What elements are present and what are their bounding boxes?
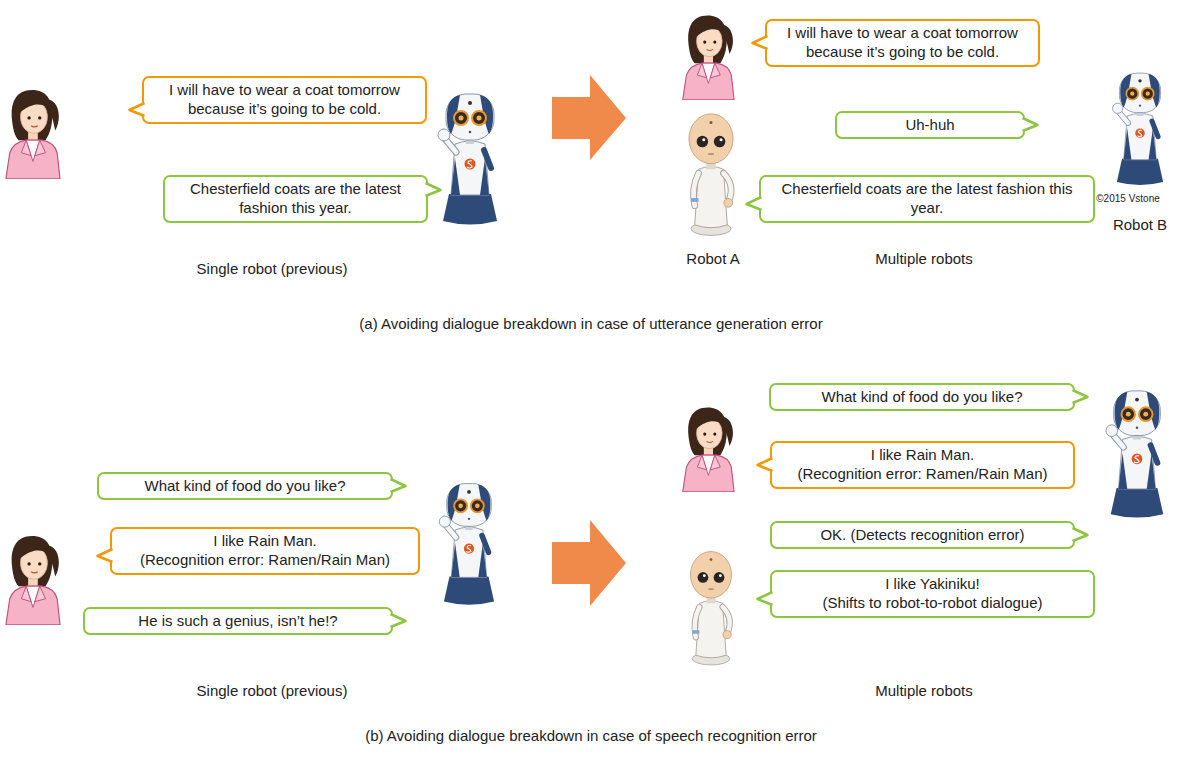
bubble-text: I like Yakiniku! bbox=[781, 575, 1084, 594]
bubble-tail bbox=[426, 183, 442, 196]
speech-bubble: Chesterfield coats are the latest fashio… bbox=[759, 175, 1095, 223]
bubble-text: I will have to wear a coat tomorrow beca… bbox=[153, 81, 416, 119]
bubble-tail bbox=[130, 103, 145, 116]
bubble-tail bbox=[756, 456, 772, 473]
bubble-tail bbox=[752, 36, 768, 49]
bubble-tail bbox=[1023, 118, 1038, 131]
bubble-tail bbox=[98, 549, 113, 562]
bubble-tail bbox=[1073, 528, 1088, 541]
speech-bubble: What kind of food do you like? bbox=[97, 472, 393, 501]
bubble-tail bbox=[96, 547, 112, 564]
bubble-tail bbox=[426, 181, 442, 198]
bubble-text: (Recognition error: Ramen/Rain Man) bbox=[781, 465, 1064, 484]
bubble-tail bbox=[751, 34, 767, 51]
woman-figure bbox=[683, 16, 734, 100]
sota-robot bbox=[1106, 391, 1163, 518]
speech-bubble: Uh-huh bbox=[835, 111, 1025, 140]
copyright-note: ©2015 Vstone bbox=[1096, 193, 1160, 204]
bubble-tail bbox=[391, 479, 407, 492]
bubble-tail bbox=[391, 614, 407, 627]
bubble-text: What kind of food do you like? bbox=[780, 388, 1064, 407]
bubble-text: Uh-huh bbox=[846, 116, 1014, 135]
bubble-text: I like Rain Man. bbox=[121, 532, 409, 551]
bubble-text: He is such a genius, isn’t he!? bbox=[94, 612, 382, 631]
panel-label: Multiple robots bbox=[875, 682, 973, 699]
bubble-tail bbox=[391, 612, 407, 629]
bubble-tail bbox=[1073, 390, 1088, 403]
woman-figure bbox=[683, 408, 734, 492]
bubble-tail bbox=[1073, 390, 1089, 403]
bubble-text: OK. (Detects recognition error) bbox=[781, 526, 1064, 545]
speech-bubble: I will have to wear a coat tomorrow beca… bbox=[765, 19, 1040, 67]
commu-robot bbox=[690, 552, 731, 665]
bubble-text: I will have to wear a coat tomorrow beca… bbox=[776, 24, 1029, 62]
bubble-tail bbox=[1073, 388, 1089, 405]
bubble-tail bbox=[745, 195, 761, 212]
robot-label: Robot B bbox=[1113, 216, 1167, 233]
sota-robot bbox=[438, 94, 497, 225]
woman-figure bbox=[6, 90, 60, 179]
sota-robot bbox=[1113, 73, 1164, 185]
bubble-tail bbox=[746, 197, 762, 210]
bubble-tail bbox=[1023, 116, 1039, 133]
bubble-tail bbox=[391, 614, 406, 627]
block-arrow bbox=[552, 520, 626, 606]
bubble-tail bbox=[128, 101, 144, 118]
bubble-tail bbox=[1023, 118, 1039, 131]
bubble-tail bbox=[757, 592, 773, 605]
bubble-tail bbox=[747, 197, 762, 210]
figure-caption: (a) Avoiding dialogue breakdown in case … bbox=[359, 315, 822, 332]
bubble-tail bbox=[129, 103, 145, 116]
bubble-tail bbox=[1073, 526, 1089, 543]
bubble-tail bbox=[758, 458, 773, 471]
speech-bubble: Chesterfield coats are the latest fashio… bbox=[163, 175, 428, 223]
commu-robot bbox=[689, 114, 733, 236]
block-arrow bbox=[552, 75, 626, 160]
speech-bubble: I like Rain Man.(Recognition error: Rame… bbox=[770, 441, 1075, 489]
bubble-tail bbox=[426, 183, 441, 196]
bubble-tail bbox=[757, 458, 773, 471]
bubble-text: (Shifts to robot-to-robot dialogue) bbox=[781, 594, 1084, 613]
bubble-text: What kind of food do you like? bbox=[108, 477, 382, 496]
speech-bubble: OK. (Detects recognition error) bbox=[770, 521, 1075, 550]
bubble-text: Chesterfield coats are the latest fashio… bbox=[174, 180, 417, 218]
bubble-tail bbox=[756, 590, 772, 607]
bubble-tail bbox=[1073, 528, 1089, 541]
sota-robot bbox=[439, 484, 494, 605]
speech-bubble: I like Rain Man.(Recognition error: Rame… bbox=[110, 527, 420, 575]
bubble-tail bbox=[753, 36, 768, 49]
bubble-tail bbox=[97, 549, 113, 562]
woman-figure bbox=[6, 536, 60, 625]
figure-caption: (b) Avoiding dialogue breakdown in case … bbox=[365, 727, 817, 744]
bubble-text: (Recognition error: Ramen/Rain Man) bbox=[121, 551, 409, 570]
panel-label: Single robot (previous) bbox=[197, 682, 348, 699]
bubble-tail bbox=[391, 477, 407, 494]
bubble-tail bbox=[758, 592, 773, 605]
panel-label: Single robot (previous) bbox=[197, 260, 348, 277]
robot-label: Robot A bbox=[686, 250, 739, 267]
panel-label: Multiple robots bbox=[875, 250, 973, 267]
bubble-text: Chesterfield coats are the latest fashio… bbox=[770, 180, 1084, 218]
bubble-text: I like Rain Man. bbox=[781, 446, 1064, 465]
bubble-tail bbox=[391, 479, 406, 492]
speech-bubble: I will have to wear a coat tomorrow beca… bbox=[142, 76, 427, 124]
speech-bubble: What kind of food do you like? bbox=[769, 383, 1075, 412]
speech-bubble: He is such a genius, isn’t he!? bbox=[83, 607, 393, 636]
speech-bubble: I like Yakiniku!(Shifts to robot-to-robo… bbox=[770, 570, 1095, 618]
